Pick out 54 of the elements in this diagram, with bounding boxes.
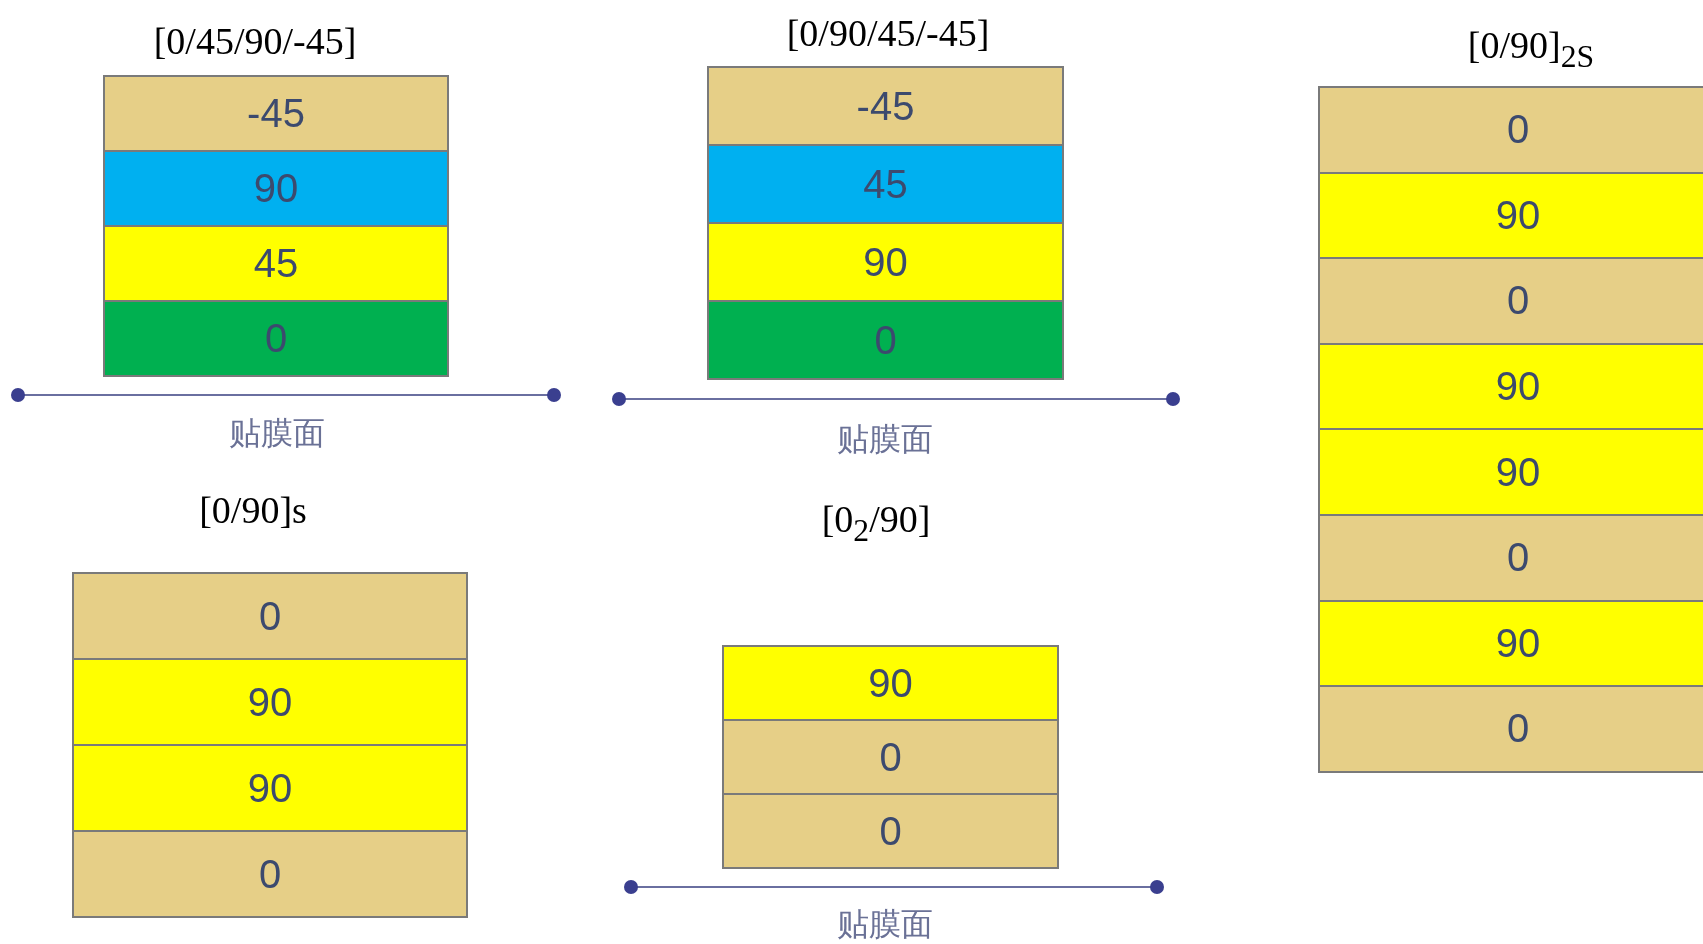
ply-angle: 0 bbox=[874, 317, 897, 363]
film-surface-label: 贴膜面 bbox=[229, 413, 325, 454]
ply-layer bbox=[722, 645, 1059, 721]
ply-layer bbox=[722, 719, 1059, 795]
ply-angle: 0 bbox=[1506, 535, 1530, 581]
ply-angle: 90 bbox=[1495, 364, 1541, 410]
ply-angle: 90 bbox=[247, 679, 293, 725]
ply-layer bbox=[103, 150, 449, 227]
ply-angle: 0 bbox=[258, 851, 282, 897]
ply-angle: 0 bbox=[258, 593, 282, 639]
stacking-sequence-title: [0/90/45/-45] bbox=[786, 11, 990, 55]
ply-layer bbox=[72, 744, 468, 832]
ply-angle: 45 bbox=[253, 241, 299, 286]
stacking-sequence-title: [0$_{2}$/90] bbox=[821, 497, 931, 549]
ply-layer bbox=[1318, 428, 1703, 516]
ply-angle: 0 bbox=[1506, 706, 1530, 752]
ply-angle: 90 bbox=[247, 765, 293, 811]
ply-layer bbox=[1318, 171, 1703, 260]
stacking-sequence-title: [0/45/90/-45] bbox=[153, 19, 357, 63]
ply-angle: -45 bbox=[247, 91, 305, 136]
ply-angle: 90 bbox=[1495, 620, 1541, 666]
ply-layer bbox=[72, 658, 468, 746]
ply-layer bbox=[103, 75, 449, 152]
film-surface-label: 贴膜面 bbox=[837, 419, 933, 460]
ply-layer bbox=[103, 225, 449, 302]
ply-layer bbox=[1318, 257, 1703, 345]
ply-layer bbox=[103, 300, 449, 377]
ply-layer bbox=[707, 300, 1064, 380]
ply-angle: 90 bbox=[253, 166, 299, 211]
ply-angle: -45 bbox=[856, 83, 915, 129]
ply-angle: 0 bbox=[1506, 278, 1530, 324]
film-surface-label: 贴膜面 bbox=[837, 904, 933, 944]
ply-layer bbox=[72, 830, 468, 918]
ply-layer bbox=[707, 66, 1064, 146]
ply-angle: 90 bbox=[1495, 449, 1541, 495]
stacking-sequence-title: [0/90]$_{2S}$ bbox=[1467, 23, 1595, 75]
ply-layer bbox=[1318, 86, 1703, 174]
ply-layer bbox=[72, 572, 468, 660]
ply-layer bbox=[722, 793, 1059, 869]
ply-angle: 0 bbox=[264, 316, 288, 361]
ply-angle: 90 bbox=[1495, 192, 1541, 238]
ply-layer bbox=[707, 222, 1064, 302]
ply-angle: 0 bbox=[1506, 107, 1530, 153]
ply-layer bbox=[1318, 342, 1703, 431]
ply-angle: 90 bbox=[863, 239, 908, 285]
ply-layer bbox=[1318, 514, 1703, 602]
ply-layer bbox=[1318, 599, 1703, 688]
ply-angle: 0 bbox=[879, 808, 902, 854]
ply-angle: 90 bbox=[868, 660, 913, 706]
ply-layer bbox=[1318, 685, 1703, 773]
ply-layer bbox=[707, 144, 1064, 224]
stacking-sequence-title: [0/90]s bbox=[199, 488, 307, 532]
ply-angle: 0 bbox=[879, 734, 902, 780]
ply-angle: 45 bbox=[863, 161, 908, 207]
